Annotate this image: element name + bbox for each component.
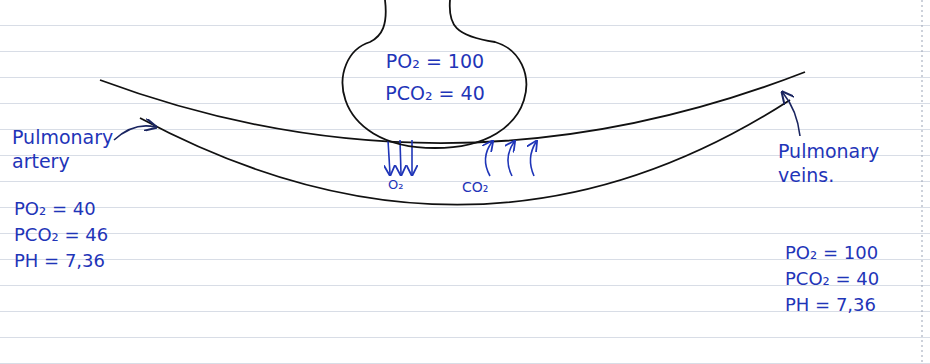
carbon-dioxide-arrow [530,142,536,176]
capillary-lower-wall [140,100,790,205]
gas-value-label: PH = 7,36 [785,294,876,317]
alveolus-outline [330,0,540,150]
oxygen-arrow [388,140,390,174]
partial-pressure-value: PO₂ = 100 [386,50,484,74]
carbon-dioxide-arrows [485,142,536,176]
alveolus-text-group: PO₂ = 100PCO₂ = 40 [330,0,540,114]
partial-pressure-value: PCO₂ = 40 [385,82,484,106]
carbon-dioxide-arrow [508,142,514,176]
gas-value-label: O₂ [388,177,403,193]
margin-line [922,0,923,364]
gas-value-label: PCO₂ = 40 [785,268,879,291]
vessel-label: Pulmonary artery [12,126,130,174]
pointer-arrow [783,93,800,136]
pointer-arrow [114,126,155,140]
alveolus: PO₂ = 100PCO₂ = 40 [330,0,540,150]
gas-value-label: PO₂ = 40 [14,198,96,221]
oxygen-arrow [411,140,413,174]
gas-value-label: PO₂ = 100 [785,242,878,265]
alveolus-wall [343,0,527,148]
capillary-upper-wall [100,72,805,143]
gas-value-label: PH = 7,36 [14,250,105,273]
gas-value-label: CO₂ [462,179,488,197]
carbon-dioxide-arrow [485,142,492,176]
gas-value-label: PCO₂ = 46 [14,224,108,247]
vessel-label: Pulmonary veins. [778,140,898,188]
